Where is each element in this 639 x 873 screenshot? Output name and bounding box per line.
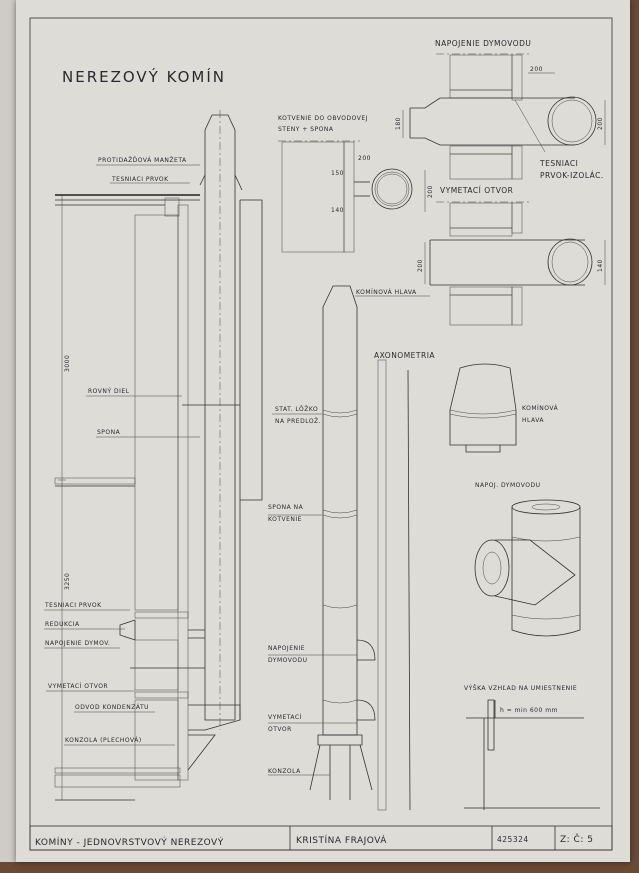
- label-flue-line1: NAPOJENIE: [268, 645, 305, 652]
- chimney-elevation: [268, 285, 430, 811]
- height-note-sketch: [464, 699, 600, 810]
- anchoring-detail: [278, 140, 426, 253]
- axonometry-title: AXONOMETRIA: [374, 351, 435, 360]
- adjacent-sheet-edge: [0, 0, 16, 862]
- anchoring-dim-a: 200: [358, 155, 371, 162]
- anchoring-dim-c: 140: [331, 207, 344, 214]
- axonometry-head-line1: KOMÍNOVÁ: [522, 405, 559, 412]
- label-condensate-drain: ODVOD KONDENZÁTU: [75, 704, 149, 711]
- title-block-student-id: 425324: [497, 835, 529, 844]
- anchoring-title-line2: STENY + SPONA: [278, 126, 334, 133]
- axonometry-head-line2: HLAVA: [522, 417, 544, 424]
- cleaning-dim-b: 140: [597, 259, 604, 272]
- label-clean-line1: VYMETACÍ: [268, 714, 302, 721]
- title-block-subject: KOMÍNY - JEDNOVRSTVOVÝ NEREZOVÝ: [35, 836, 224, 848]
- label-straight-part: ROVNÝ DIEL: [88, 388, 130, 395]
- flue-detail-title: NAPOJENIE DYMOVODU: [435, 39, 531, 48]
- label-chimney-head: KOMÍNOVÁ HLAVA: [356, 289, 417, 296]
- title-block: [29, 825, 613, 851]
- seal-label-line2: PRVOK-IZOLÁC.: [540, 171, 604, 180]
- anchoring-title-line1: KOTVENIE DO OBVODOVEJ: [278, 115, 368, 122]
- label-flue-connection: NAPOJENIE DYMOV.: [45, 640, 110, 647]
- cleaning-opening-detail: [424, 201, 606, 326]
- height-note-value: h = min 600 mm: [500, 707, 558, 714]
- label-bracket: KONZOLA (PLECHOVÁ): [65, 737, 142, 744]
- anchoring-dim-d: 200: [427, 185, 434, 198]
- tee-piece-axonometry: [474, 499, 581, 637]
- axonometry-tee-label: NAPOJ. DYMOVODU: [475, 482, 541, 489]
- dimension-height-1: 3000: [64, 355, 71, 372]
- cleaning-detail-title: VYMETACÍ OTVOR: [440, 186, 513, 195]
- anchoring-dim-b: 150: [331, 170, 344, 177]
- label-clamp: SPONA: [97, 429, 121, 436]
- title-block-sheet: Z: Č: 5: [560, 833, 593, 845]
- label-seal-top: TESNIACI PRVOK: [111, 176, 169, 183]
- flue-connection-detail: [402, 53, 606, 180]
- flue-dim-b: 180: [395, 117, 402, 130]
- label-anchor-clamp-line2: KOTVENIE: [268, 516, 302, 523]
- label-bed-line1: STAT. LÔŽKO: [275, 405, 318, 413]
- label-bed-line2: NA PREDLOŽ.: [275, 417, 321, 425]
- flue-dim-a: 200: [530, 66, 543, 73]
- title-block-author: KRISTÍNA FRAJOVÁ: [296, 834, 387, 846]
- drawing-title: NEREZOVÝ KOMÍN: [62, 67, 226, 86]
- seal-label-line1: TESNIACI: [539, 159, 578, 168]
- label-clean-line2: OTVOR: [268, 726, 292, 733]
- label-bracket-elevation: KONZOLA: [268, 768, 301, 775]
- chimney-section: [44, 110, 263, 801]
- label-flue-line2: DYMOVODU: [268, 657, 307, 664]
- label-rain-collar: PROTIDAŽĎOVÁ MANŽETA: [98, 156, 187, 164]
- flue-dim-c: 200: [597, 117, 604, 130]
- label-seal-bottom: TESNIACI PRVOK: [44, 602, 102, 609]
- dimension-height-2: 3250: [64, 573, 71, 590]
- chimney-head-axonometry: [449, 363, 517, 453]
- height-note-title: VÝŠKA VZHĽAD NA UMIESTNENIE: [464, 685, 577, 692]
- label-anchor-clamp-line1: SPONA NA: [268, 504, 304, 511]
- label-cleaning-opening: VYMETACÍ OTVOR: [48, 683, 108, 690]
- cleaning-dim-a: 200: [417, 259, 424, 272]
- label-reduction: REDUKCIA: [45, 621, 80, 628]
